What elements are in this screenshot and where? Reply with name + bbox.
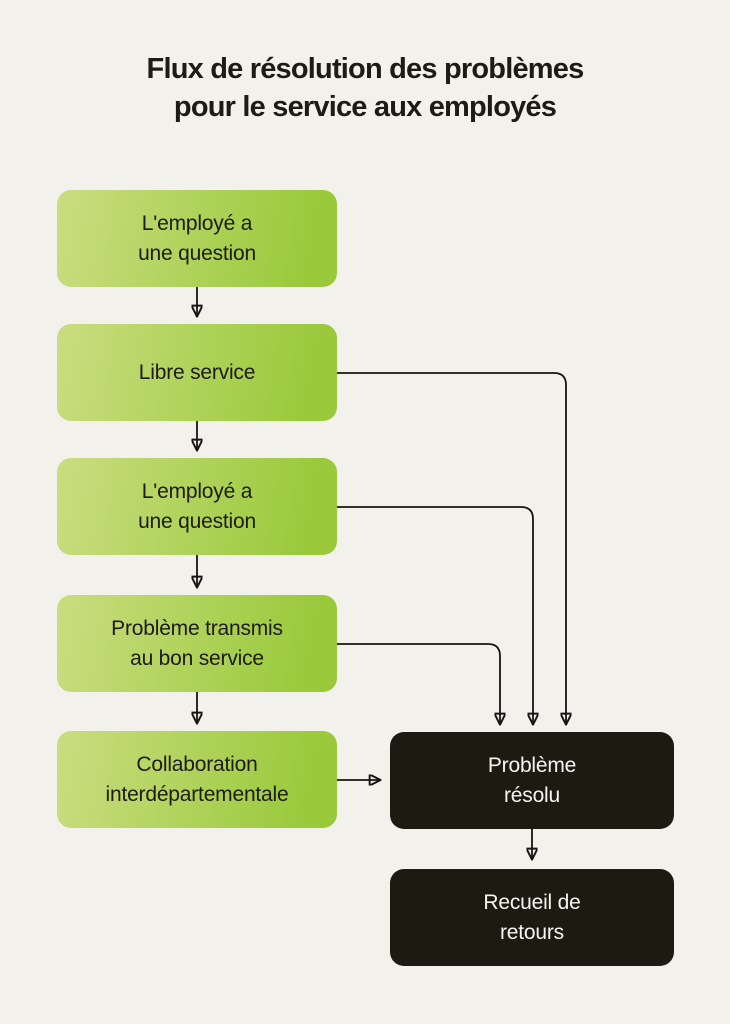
node-issue-routed-label: Problème transmis au bon service (111, 616, 283, 670)
node-feedback: Recueil de retours (390, 869, 674, 966)
node-collaboration-label: Collaboration interdépartementale (105, 752, 289, 806)
edge-q2-to-solved (337, 506, 533, 723)
page-title-line1: Flux de résolution des problèmes (146, 53, 585, 85)
node-feedback-label: Recueil de retours (483, 890, 581, 944)
node-employee-question-1: L'employé a une question (57, 190, 337, 287)
node-employee-question-2: L'employé a une question (57, 458, 337, 555)
page-title: Flux de résolution des problèmes pour le… (0, 50, 730, 126)
node-employee-question-2-label: L'employé a une question (138, 479, 256, 533)
node-collaboration: Collaboration interdépartementale (57, 731, 337, 828)
page-title-line2: pour le service aux employés (173, 91, 557, 123)
node-problem-solved: Problème résolu (390, 732, 674, 829)
edge-self-service-to-solved (337, 372, 566, 723)
node-self-service-label: Libre service (138, 360, 256, 384)
edge-routed-to-solved (337, 643, 500, 723)
node-problem-solved-label: Problème résolu (487, 753, 577, 807)
node-self-service: Libre service (57, 324, 337, 421)
node-issue-routed: Problème transmis au bon service (57, 595, 337, 692)
node-employee-question-1-label: L'employé a une question (138, 211, 256, 265)
